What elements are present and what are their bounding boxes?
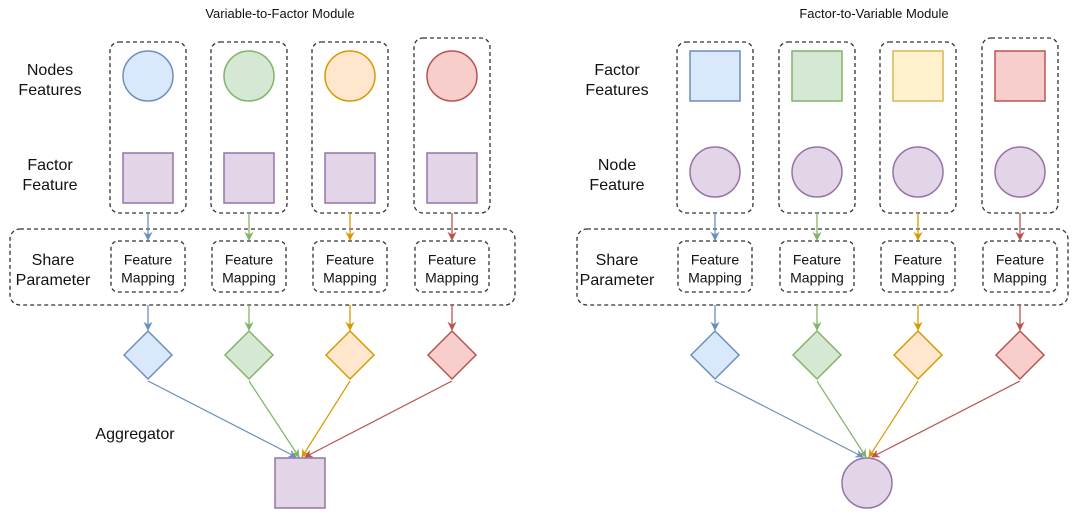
feature-mapping-box — [110, 240, 186, 293]
node-feature-circle — [426, 50, 478, 102]
arrow-to-aggregator — [714, 380, 864, 458]
aggregator-label: Aggregator — [95, 426, 175, 443]
mapped-feature-diamond — [426, 329, 478, 381]
arrow-to-aggregator — [304, 380, 453, 458]
factor-feature-square — [892, 50, 944, 102]
mapped-feature-diamond — [122, 329, 174, 381]
arrow-to-aggregator — [868, 380, 919, 458]
mapped-feature-diamond — [689, 329, 741, 381]
feature-pair-group — [981, 37, 1059, 214]
arrow-to-aggregator — [147, 380, 297, 458]
factor-feature-square — [791, 50, 843, 102]
feature-mapping-box — [312, 240, 388, 293]
factor-feature-square — [994, 50, 1046, 102]
mapped-feature-diamond — [994, 329, 1046, 381]
factor-feature-square — [426, 152, 478, 204]
module-title: Factor-to-Variable Module — [799, 6, 948, 21]
arrow-to-aggregator — [871, 380, 1021, 458]
node-feature-circle — [994, 146, 1046, 198]
module-title: Variable-to-Factor Module — [205, 6, 354, 21]
share-parameter-group — [576, 228, 1069, 306]
share-parameter-group — [9, 228, 516, 306]
aggregated-factor-square — [274, 457, 326, 509]
feature-mapping-box — [982, 240, 1058, 293]
feature-mapping-box — [211, 240, 287, 293]
mapped-feature-diamond — [223, 329, 275, 381]
mapped-feature-diamond — [324, 329, 376, 381]
feature-mapping-box — [779, 240, 855, 293]
feature-pair-group — [413, 37, 491, 214]
factor-feature-square — [223, 152, 275, 204]
node-feature-circle — [892, 146, 944, 198]
node-feature-circle — [791, 146, 843, 198]
node-feature-circle — [223, 50, 275, 102]
aggregated-node-circle — [841, 457, 893, 509]
feature-mapping-box — [677, 240, 753, 293]
feature-mapping-box — [414, 240, 490, 293]
factor-feature-square — [689, 50, 741, 102]
arrow-to-aggregator — [248, 380, 300, 458]
factor-feature-square — [122, 152, 174, 204]
feature-mapping-box — [880, 240, 956, 293]
node-feature-circle — [689, 146, 741, 198]
node-feature-circle — [324, 50, 376, 102]
factor-feature-square — [324, 152, 376, 204]
arrow-to-aggregator — [301, 380, 351, 458]
arrow-to-aggregator — [816, 380, 867, 458]
mapped-feature-diamond — [791, 329, 843, 381]
mapped-feature-diamond — [892, 329, 944, 381]
node-feature-circle — [122, 50, 174, 102]
